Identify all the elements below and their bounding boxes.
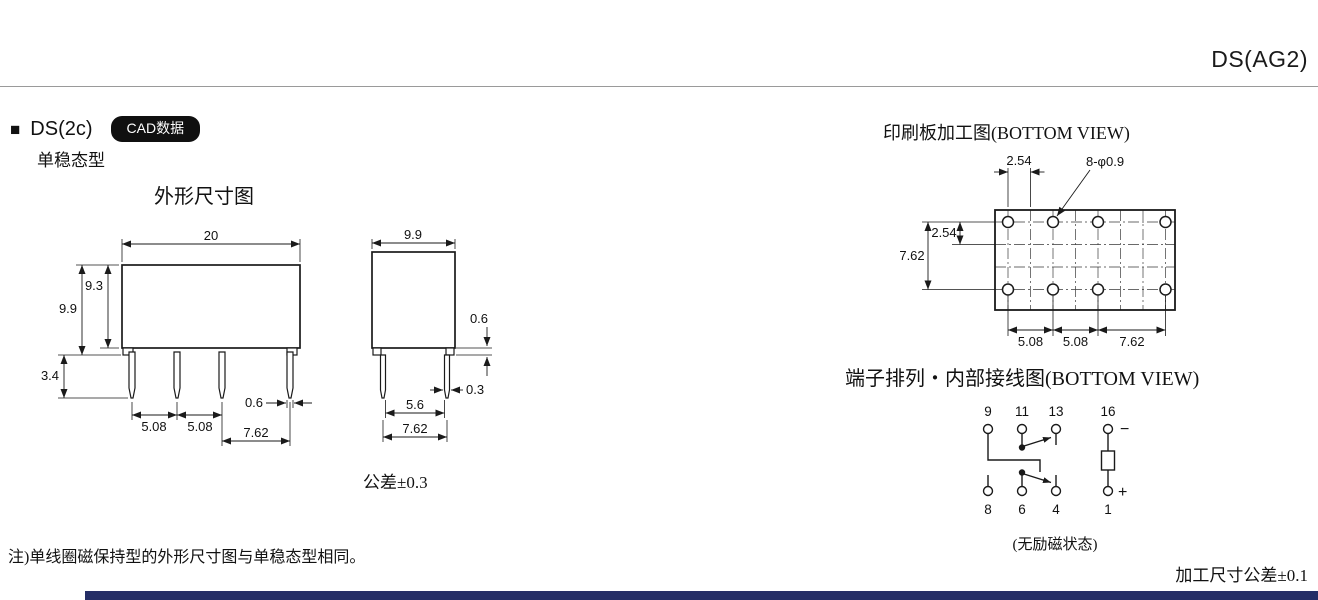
relay-foot	[445, 347, 455, 356]
coil-symbol	[1100, 433, 1116, 487]
pcb-drawing-title: 印刷板加工图(BOTTOM VIEW)	[883, 123, 1130, 143]
state-note: (无励磁状态)	[1012, 537, 1098, 553]
relay-front-view: 20 9.3 9.9 3.4 5.08 5.08	[41, 228, 312, 446]
dim-front-pin-width: 0.6	[245, 395, 263, 410]
dim-side-standoff: 0.6	[470, 311, 488, 326]
coil-minus-sign: −	[1120, 421, 1129, 438]
relay-side-view: 9.9 0.6 0.3 5.6 7.62	[371, 227, 492, 442]
terminal-circles	[982, 423, 1114, 497]
footnote: 注)单线圈磁保持型的外形尺寸图与单稳态型相同。	[8, 549, 366, 566]
dim-pcb-col-c: 7.62	[1119, 334, 1144, 349]
pcb-outline	[994, 209, 1176, 311]
contact-pole-bottom	[987, 469, 1057, 487]
relay-foot	[372, 347, 382, 356]
dim-pcb-col-a: 5.08	[1018, 334, 1043, 349]
dim-pcb-hole-callout: 8-φ0.9	[1086, 154, 1124, 169]
wiring-diagram: 9 11 13 16 8 6 4 1	[982, 404, 1129, 517]
pin-number: 13	[1048, 404, 1063, 419]
dim-front-pitch-c: 7.62	[243, 425, 268, 440]
relay-body-side	[371, 251, 456, 349]
dim-front-total-height: 9.9	[59, 301, 77, 316]
type-label: 单稳态型	[37, 151, 105, 170]
relay-body-front	[121, 264, 301, 349]
page-title: DS(AG2)	[1211, 46, 1308, 72]
pcb-holes	[1001, 215, 1172, 296]
machining-tolerance-note: 加工尺寸公差±0.1	[1175, 566, 1308, 585]
dim-front-body-height: 9.3	[85, 278, 103, 293]
section-heading: ■ DS(2c) CAD数据	[10, 116, 201, 142]
dim-front-pin-length: 3.4	[41, 368, 59, 383]
pin-number: 16	[1100, 404, 1115, 419]
dim-side-span-b: 7.62	[402, 421, 427, 436]
dim-pcb-row-offset: 2.54	[931, 225, 956, 240]
header-divider	[0, 86, 1318, 87]
relay-pin	[173, 351, 181, 399]
coil-plus-sign: +	[1118, 484, 1127, 501]
dim-side-pin-thickness: 0.3	[466, 382, 484, 397]
dim-pcb-row-pitch: 7.62	[899, 248, 924, 263]
relay-pin	[218, 351, 226, 399]
pin-number: 1	[1104, 502, 1112, 517]
section-title: DS(2c)	[30, 117, 93, 140]
pin-number: 11	[1015, 404, 1029, 419]
tolerance-label: 公差±0.3	[363, 473, 428, 492]
dim-pcb-grid-pitch: 2.54	[1006, 153, 1031, 168]
pin-number: 9	[984, 404, 992, 419]
dim-front-pitch-a: 5.08	[141, 419, 166, 434]
wiring-drawing-title: 端子排列・内部接线图(BOTTOM VIEW)	[845, 368, 1200, 390]
pin-number: 8	[984, 502, 992, 517]
dim-front-width: 20	[204, 228, 218, 243]
dim-side-span-a: 5.6	[406, 397, 424, 412]
section-marker-icon: ■	[10, 119, 21, 139]
outline-dimension-drawing: 20 9.3 9.9 3.4 5.08 5.08	[41, 227, 492, 446]
cad-data-badge[interactable]: CAD数据	[110, 116, 201, 142]
pin-number: 6	[1018, 502, 1026, 517]
footer-bar	[85, 591, 1318, 600]
dim-front-pitch-b: 5.08	[187, 419, 212, 434]
pcb-pattern-drawing: 2.54 8-φ0.9 2.54 7.62 5.08 5.08 7.62	[899, 153, 1176, 349]
dim-pcb-col-b: 5.08	[1063, 334, 1088, 349]
relay-pin	[443, 354, 451, 399]
pcb-grid	[995, 210, 1175, 310]
pin-number: 4	[1052, 502, 1060, 517]
relay-pin	[379, 354, 387, 399]
dim-side-width: 9.9	[404, 227, 422, 242]
contact-linkage	[987, 445, 1041, 472]
contact-pole-top	[987, 433, 1057, 451]
relay-pin	[128, 351, 136, 399]
relay-pin	[286, 351, 294, 399]
outline-drawing-title: 外形尺寸图	[154, 186, 254, 208]
